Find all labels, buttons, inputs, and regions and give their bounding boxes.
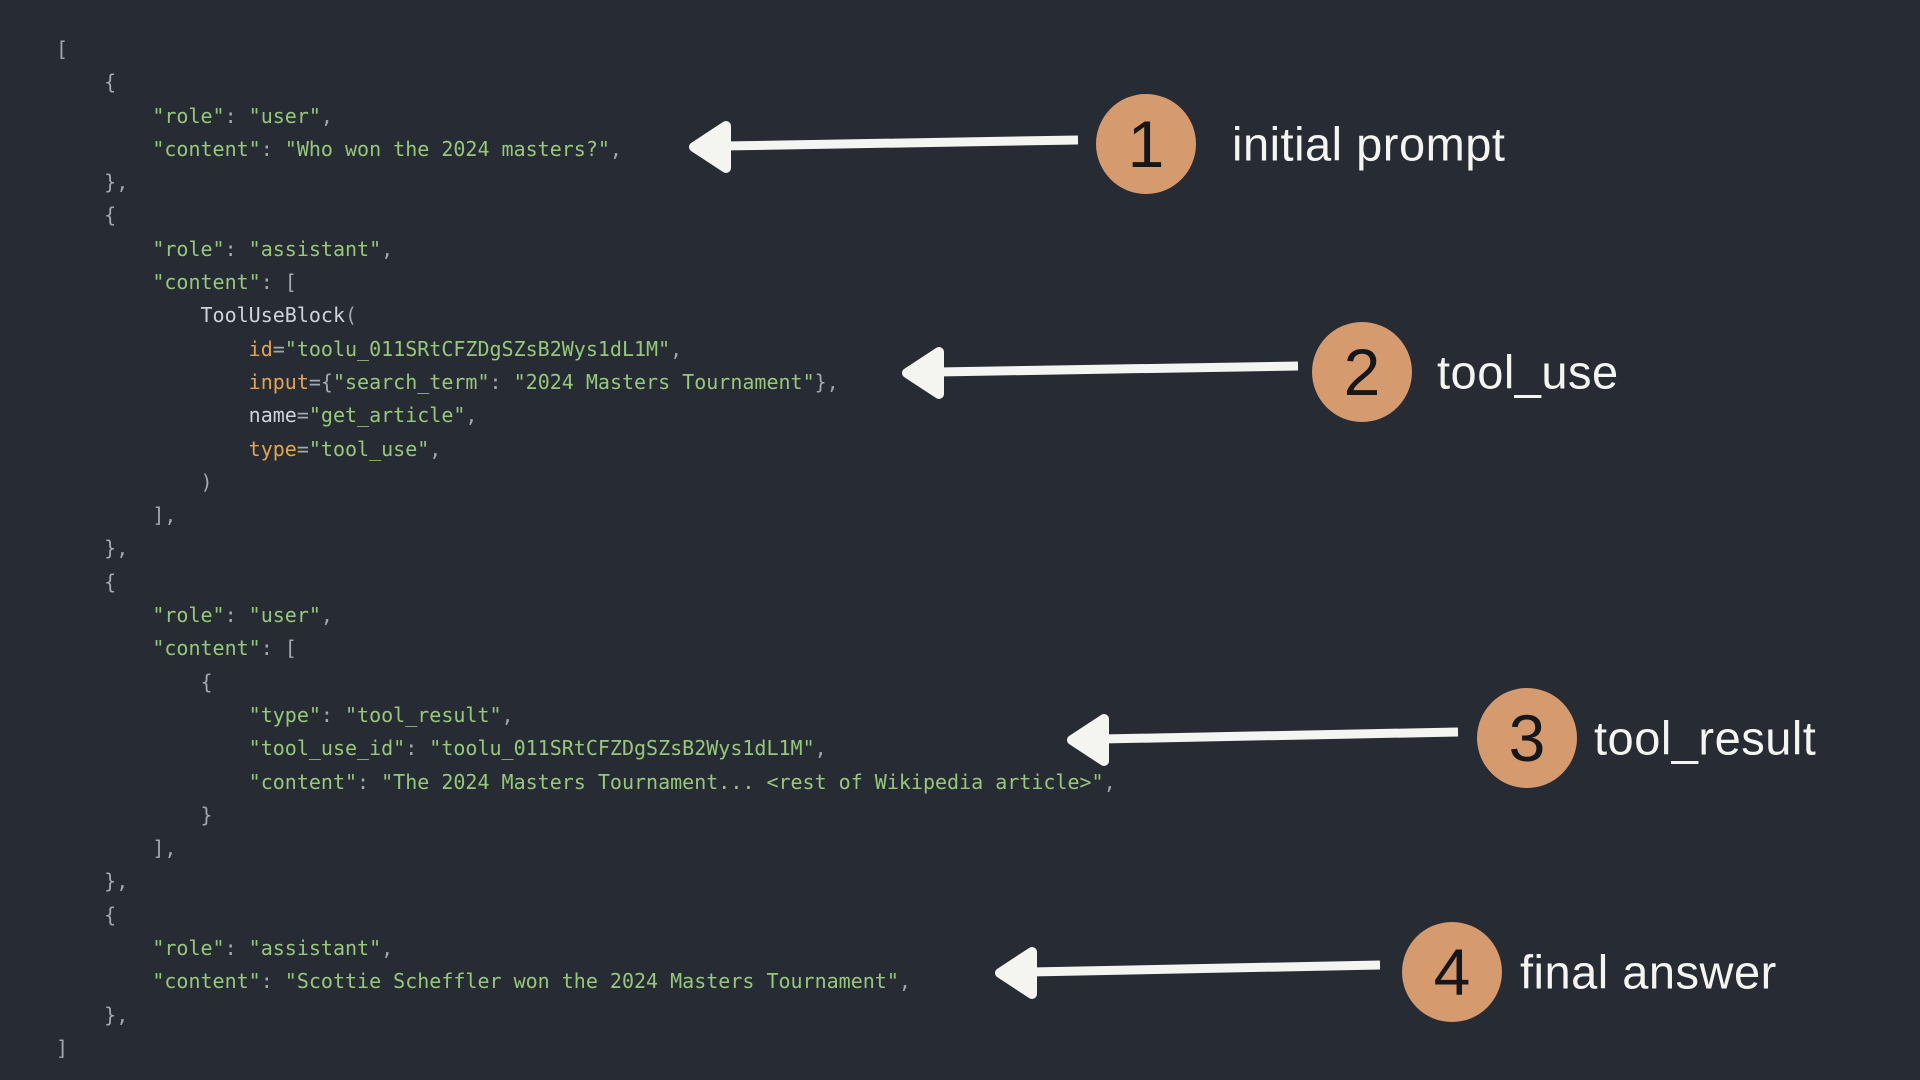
code-line: "role": "user",: [56, 603, 333, 628]
step-number: 2: [1343, 335, 1381, 409]
step-badge-3: 3: [1477, 688, 1577, 788]
code-block: [ { "role": "user", "content": "Who won …: [56, 33, 1116, 1065]
code-line: input={"search_term": "2024 Masters Tour…: [56, 369, 839, 394]
code-line: "role": "assistant",: [56, 236, 394, 261]
step-badge-1: 1: [1096, 94, 1196, 194]
code-line: "content": "The 2024 Masters Tournament.…: [56, 769, 1116, 794]
code-line: {: [56, 70, 117, 95]
code-line: "tool_use_id": "toolu_011SRtCFZDgSZsB2Wy…: [56, 736, 827, 761]
code-line: {: [56, 569, 117, 594]
code-line: "role": "user",: [56, 103, 333, 128]
code-line: ToolUseBlock(: [56, 303, 358, 328]
step-badge-2: 2: [1312, 322, 1412, 422]
code-line: {: [56, 902, 117, 927]
code-line: [: [56, 37, 69, 61]
arrow-left-icon-3: [1067, 714, 1459, 766]
code-line: ]: [56, 1035, 69, 1060]
step-badge-4: 4: [1402, 922, 1502, 1022]
annotation-label-final-answer: final answer: [1520, 945, 1777, 999]
code-line: {: [56, 669, 213, 694]
code-line: "type": "tool_result",: [56, 702, 514, 727]
code-line: "content": [: [56, 270, 297, 295]
code-line: name="get_article",: [56, 403, 478, 428]
code-line: ],: [56, 503, 177, 528]
annotation-label-tool-result: tool_result: [1594, 711, 1817, 765]
code-line: }: [56, 802, 213, 827]
code-line: "role": "assistant",: [56, 936, 394, 961]
annotation-label-initial-prompt: initial prompt: [1232, 117, 1506, 171]
annotation-label-tool-use: tool_use: [1437, 345, 1619, 399]
step-number: 4: [1433, 935, 1471, 1009]
code-line: "content": "Scottie Scheffler won the 20…: [56, 969, 911, 994]
code-line: id="toolu_011SRtCFZDgSZsB2Wys1dL1M",: [56, 336, 683, 361]
code-line: "content": [: [56, 636, 297, 661]
code-line: ],: [56, 836, 177, 861]
step-number: 1: [1127, 107, 1165, 181]
step-number: 3: [1508, 701, 1546, 775]
code-line: "content": "Who won the 2024 masters?",: [56, 136, 622, 161]
code-line: {: [56, 203, 117, 228]
code-line: },: [56, 1002, 129, 1027]
code-line: type="tool_use",: [56, 436, 442, 461]
code-line: },: [56, 170, 129, 195]
code-line: },: [56, 536, 129, 561]
code-line: ): [56, 469, 213, 494]
code-line: },: [56, 869, 129, 894]
